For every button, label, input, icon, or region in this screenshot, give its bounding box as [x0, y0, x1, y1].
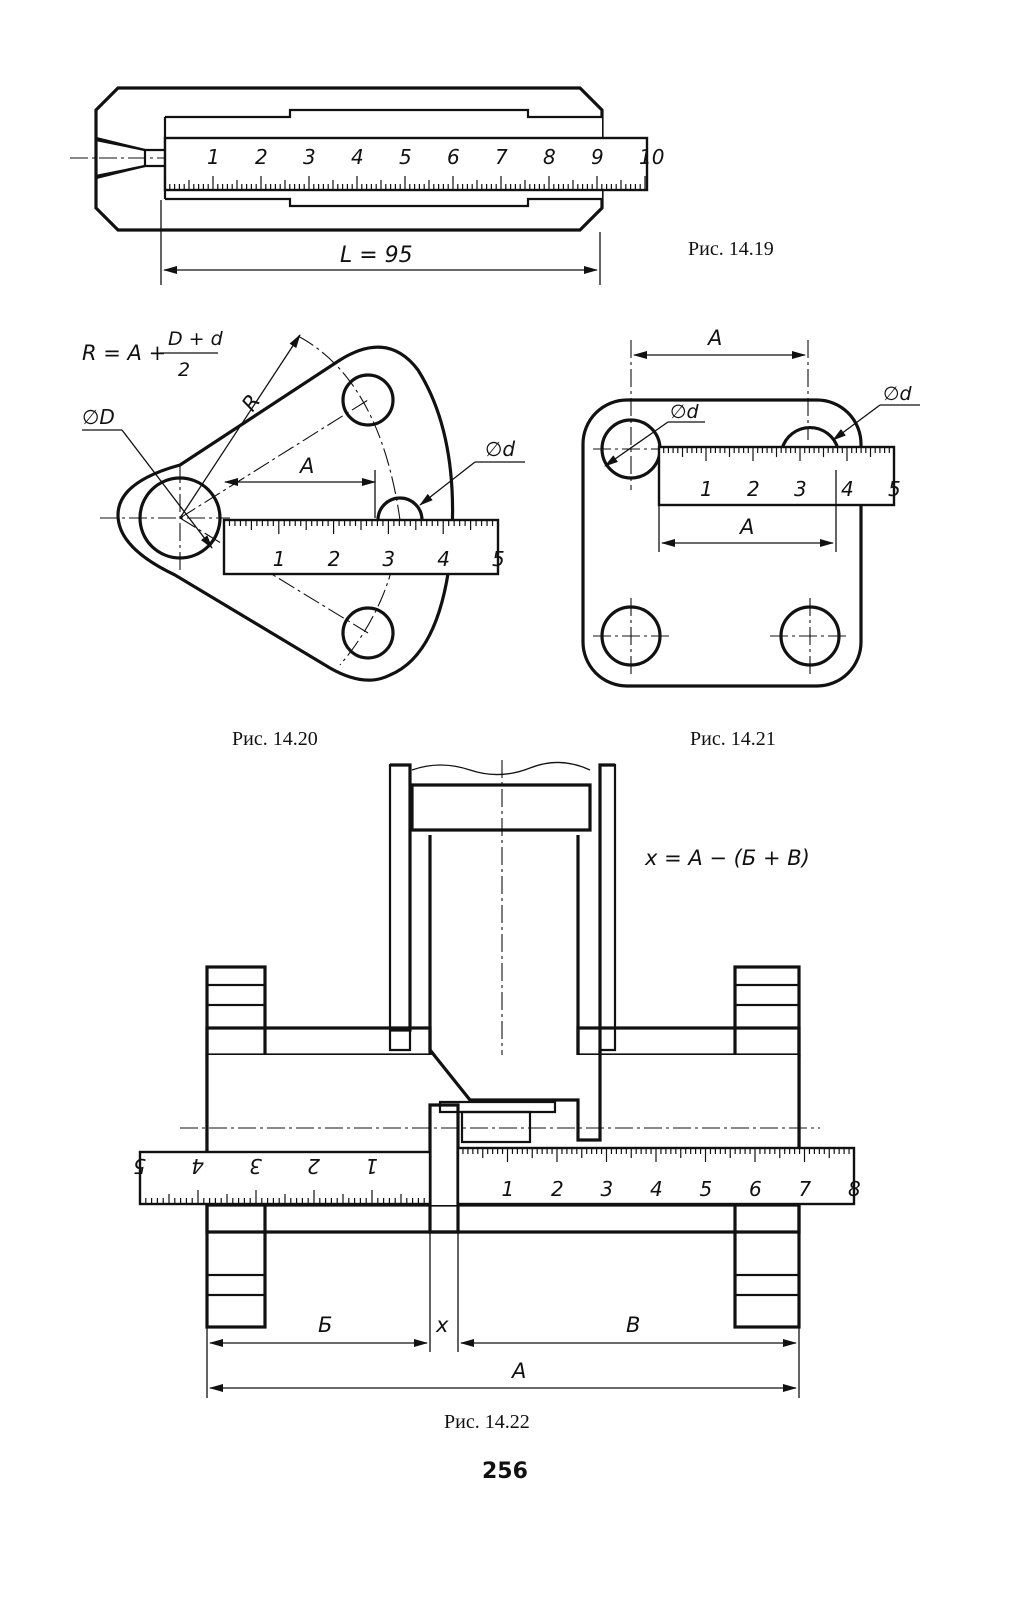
ruler-number: 2	[307, 1154, 320, 1178]
small-hole-right	[376, 496, 424, 521]
ruler-number: 4	[437, 547, 450, 571]
ruler-number: 2	[255, 145, 268, 169]
label-diameter-d: ∅d	[485, 437, 515, 461]
label-diameter-D: ∅D	[82, 405, 115, 429]
dimension-label-B-cyr: Б	[318, 1313, 332, 1337]
dimension-label-L: L = 95	[340, 243, 413, 268]
figure-14-20: R = A + D + d 2 R ∅D ∅d A	[82, 328, 525, 750]
ruler-number: 5	[399, 145, 412, 169]
dimension-label-A-fig22: A	[510, 1359, 526, 1383]
caption-fig-14-22: Рис. 14.22	[444, 1411, 530, 1433]
ruler-number: 3	[794, 477, 807, 501]
formula-x: x = A − (Б + B)	[644, 846, 810, 870]
ruler-ticks-fig19	[164, 176, 646, 190]
formula-R-numerator: D + d	[168, 328, 224, 350]
dimension-label-V: B	[626, 1313, 640, 1337]
label-diameter-d-right: ∅d	[883, 383, 913, 405]
ruler-fig19	[163, 136, 649, 192]
dimension-label-A-top: A	[706, 326, 722, 350]
label-diameter-d-left: ∅d	[670, 401, 700, 423]
ruler-number: 4	[650, 1177, 663, 1201]
ruler-number: 8	[848, 1177, 861, 1201]
ruler-number: 8	[543, 145, 556, 169]
ruler-number: 2	[747, 477, 760, 501]
ruler-number: 1	[207, 145, 220, 169]
ruler-number: 5	[888, 477, 901, 501]
ruler-number: 4	[351, 145, 364, 169]
ruler-number: 1	[700, 477, 713, 501]
ruler-number: 2	[551, 1177, 564, 1201]
dimension-label-A-fig20: A	[298, 454, 314, 478]
ruler-number: 4	[191, 1154, 204, 1178]
caption-fig-14-20: Рис. 14.20	[232, 728, 318, 750]
ruler-number: 3	[249, 1154, 262, 1178]
ruler-number: 5	[133, 1154, 146, 1178]
formula-R-lhs: R = A +	[82, 341, 166, 365]
small-hole-bottom	[341, 606, 395, 660]
square-plate-outline	[581, 398, 863, 688]
hole-top-right	[780, 426, 840, 450]
figure-14-19: 1 2 3 4 5 6 7 8 9 10 L = 95 Рис. 14.19	[70, 86, 774, 285]
ruler-number: 6	[749, 1177, 762, 1201]
ruler-number: 1	[273, 547, 286, 571]
page-number: 256	[482, 1459, 528, 1484]
ruler-number: 7	[799, 1177, 812, 1201]
small-hole-top	[341, 373, 395, 427]
ruler-number: 4	[841, 477, 854, 501]
ruler-number: 7	[495, 145, 508, 169]
ruler-number: 3	[303, 145, 316, 169]
figure-14-21: A ∅d ∅d 1 2 3 4 5 A Рис. 14.21	[581, 326, 920, 750]
ruler-number: 5	[700, 1177, 713, 1201]
ruler-number: 6	[447, 145, 460, 169]
formula-R-denominator: 2	[178, 359, 190, 381]
figure-14-22: x = A − (Б + B)	[133, 760, 861, 1433]
dimension-label-x: x	[435, 1313, 449, 1337]
ruler-number: 2	[328, 547, 341, 571]
ruler-number: 3	[601, 1177, 614, 1201]
ruler-number: 10	[639, 145, 664, 169]
ruler-number: 1	[502, 1177, 515, 1201]
ruler-number: 1	[365, 1154, 378, 1178]
triangular-plate-outline	[116, 345, 455, 682]
ruler-number: 9	[591, 145, 604, 169]
ruler-number: 3	[382, 547, 395, 571]
radius-line-R	[179, 334, 301, 519]
dimension-label-A-bottom: A	[738, 515, 754, 539]
caption-fig-14-21: Рис. 14.21	[690, 728, 776, 750]
ruler-number: 5	[492, 547, 505, 571]
caption-fig-14-19: Рис. 14.19	[688, 238, 774, 260]
